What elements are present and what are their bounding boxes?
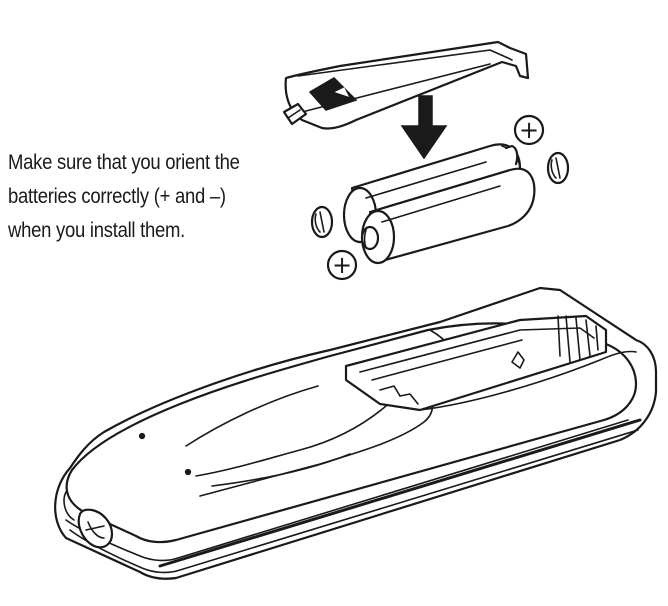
minus-polarity-icon [310,205,334,239]
plus-sign-bottom: + [332,251,352,279]
plus-sign-top: + [519,116,539,144]
plus-polarity-icon: + [513,114,545,146]
plus-polarity-icon: + [326,249,358,281]
instruction-line-3: when you install them. [8,219,186,242]
remote-control-icon [54,286,658,580]
aa-battery-pair-icon: + + [310,114,570,281]
minus-polarity-icon [546,151,570,185]
down-arrow-icon [400,95,448,160]
instruction-line-1: Make sure that you orient the [8,151,240,174]
instruction-text: Make sure that you orient the batteries … [8,146,263,248]
battery-cover-icon [282,40,530,130]
instruction-line-2: batteries correctly (+ and –) [8,185,226,208]
